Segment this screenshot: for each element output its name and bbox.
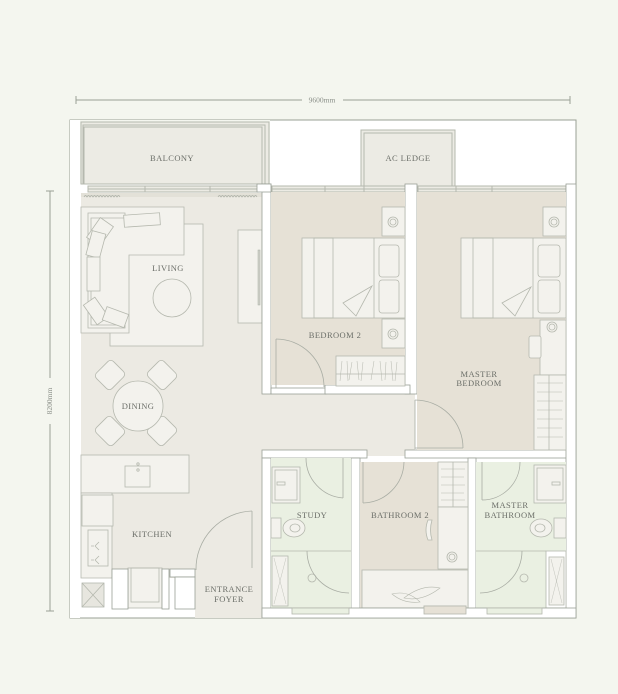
bedroom-2-furniture <box>301 206 406 387</box>
kitchen-walls <box>111 568 196 610</box>
ac-ledge-label: AC LEDGE <box>386 153 431 163</box>
height-dimension-label: 8200mm <box>45 388 54 415</box>
width-dimension-label: 9600mm <box>309 96 336 105</box>
ac-ledge <box>360 129 456 189</box>
foyer-floor <box>195 483 262 618</box>
sofa <box>80 206 185 334</box>
bedroom-2-door[interactable] <box>275 338 325 388</box>
bottom-wall <box>261 607 577 619</box>
master-bathroom-doors[interactable] <box>479 461 523 594</box>
master-bathroom-window <box>486 607 543 615</box>
kitchen-counters <box>80 454 190 609</box>
tv-console <box>237 229 263 324</box>
bathroom-2-fixtures <box>270 466 351 615</box>
study-door[interactable] <box>362 461 405 504</box>
master-bedroom-door[interactable] <box>414 399 464 449</box>
balcony-label: BALCONY <box>150 153 194 163</box>
master-bathroom-label-1: MASTER <box>492 500 529 510</box>
bathroom-2-label: STUDY <box>297 510 327 520</box>
corridor-floor <box>262 390 415 456</box>
entrance-door[interactable] <box>195 510 253 571</box>
width-dimension <box>75 96 571 104</box>
top-windows <box>87 185 567 193</box>
entrance-foyer-label-2: FOYER <box>214 594 244 604</box>
bathroom-2-window <box>291 607 350 615</box>
height-dimension <box>46 190 54 612</box>
kitchen-label: KITCHEN <box>132 529 172 539</box>
dining-label: DINING <box>122 401 155 411</box>
bathroom-2-doors[interactable] <box>305 457 350 594</box>
balcony <box>80 120 270 185</box>
master-bedroom-label-2: BEDROOM <box>456 378 501 388</box>
entrance-foyer-label-1: ENTRANCE <box>205 584 254 594</box>
living-label: LIVING <box>152 263 184 273</box>
study-furniture <box>361 461 469 615</box>
master-bathroom-label-2: BATHROOM <box>485 510 536 520</box>
bedroom-2-label: BEDROOM 2 <box>309 330 361 340</box>
coffee-table <box>152 278 192 318</box>
study-label: BATHROOM 2 <box>371 510 429 520</box>
master-bedroom-label-1: MASTER <box>461 369 498 379</box>
interior-walls <box>256 183 577 619</box>
study-window <box>423 605 467 615</box>
dining-set <box>94 359 178 447</box>
master-bathroom-fixtures <box>476 464 567 615</box>
master-bedroom-furniture <box>460 206 567 451</box>
